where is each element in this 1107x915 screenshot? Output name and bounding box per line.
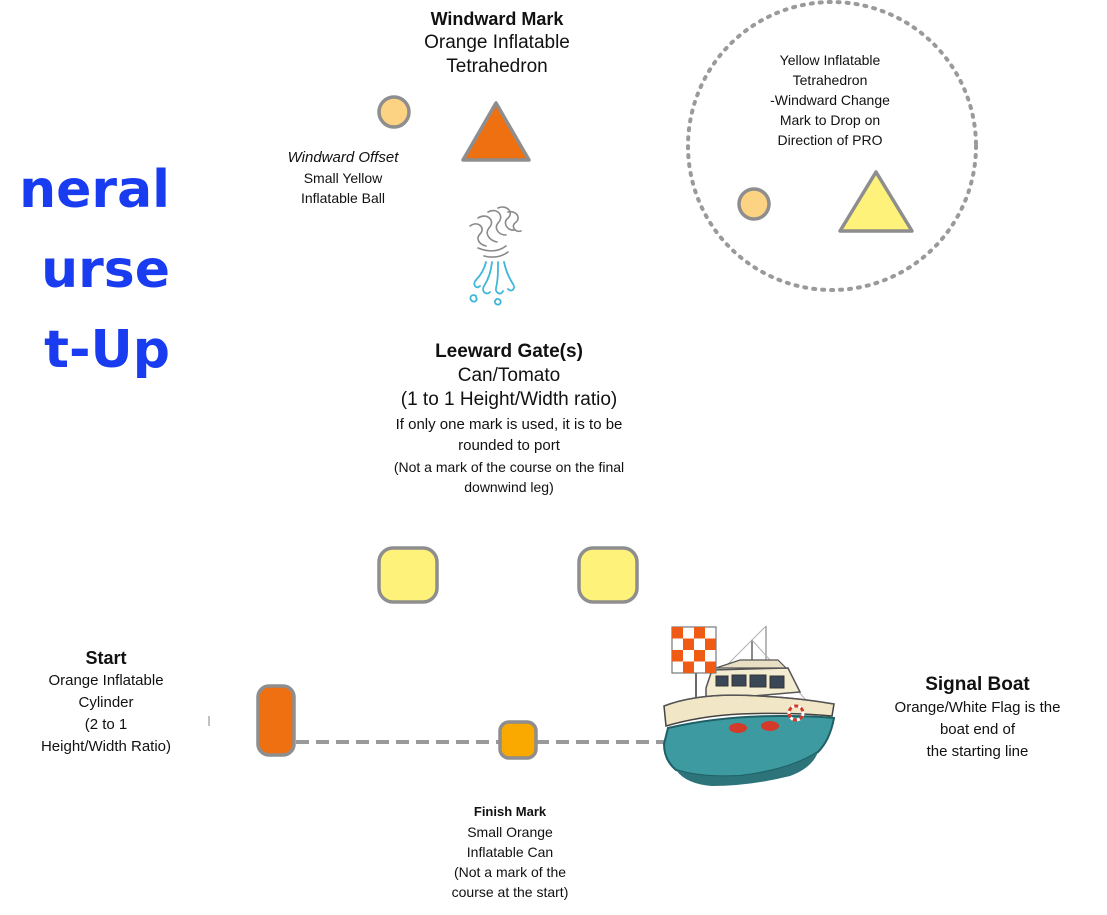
page-title: neral urse t-Up xyxy=(0,150,170,390)
checkered-flag-icon xyxy=(671,626,717,674)
start-label: Start Orange Inflatable Cylinder (2 to 1… xyxy=(0,647,212,758)
title-line-2: urse xyxy=(41,240,170,300)
change-mark-line-3: -Windward Change xyxy=(770,92,890,108)
change-mark-triangle xyxy=(838,170,914,233)
signal-boat-line-2: boat end of xyxy=(939,721,1016,738)
windward-mark-triangle xyxy=(461,101,531,162)
leeward-gate-line-6: downwind leg) xyxy=(464,479,554,495)
windward-mark-label: Windward Mark Orange Inflatable Tetrahed… xyxy=(372,8,622,79)
title-line-3: t-Up xyxy=(44,320,170,380)
leeward-gate-left xyxy=(377,546,439,604)
start-line-2: Cylinder xyxy=(78,694,134,711)
signal-boat-heading: Signal Boat xyxy=(925,674,1030,695)
windward-offset-line-1: Small Yellow xyxy=(303,170,383,186)
signal-boat-line-1: Orange/White Flag is the xyxy=(894,699,1061,716)
leeward-gate-line-5: (Not a mark of the course on the final xyxy=(393,459,625,475)
finish-mark-line-4: course at the start) xyxy=(451,884,569,900)
title-line-1: neral xyxy=(19,160,170,220)
finish-mark-line-3: (Not a mark of the xyxy=(453,864,567,880)
change-mark-line-1: Yellow Inflatable xyxy=(779,52,881,68)
change-mark-label: Yellow Inflatable Tetrahedron -Windward … xyxy=(740,50,920,150)
finish-mark-line-2: Inflatable Can xyxy=(466,844,554,860)
change-mark-line-4: Mark to Drop on xyxy=(779,112,881,128)
leeward-gate-right xyxy=(577,546,639,604)
leeward-gate-line-1: Can/Tomato xyxy=(457,365,561,386)
windward-offset-ball xyxy=(377,95,411,129)
windward-mark-heading: Windward Mark xyxy=(430,9,564,29)
signal-boat-line-3: the starting line xyxy=(926,743,1029,760)
signal-boat-label: Signal Boat Orange/White Flag is the boa… xyxy=(855,673,1100,763)
start-heading: Start xyxy=(85,648,127,668)
leeward-gate-line-3: If only one mark is used, it is to be xyxy=(395,416,623,433)
windward-offset-label: Windward Offset Small Yellow Inflatable … xyxy=(268,147,418,208)
finish-mark-label: Finish Mark Small Orange Inflatable Can … xyxy=(410,802,610,902)
change-mark-zone xyxy=(686,0,978,292)
start-cylinder xyxy=(256,684,296,757)
leeward-gate-heading: Leeward Gate(s) xyxy=(435,341,583,362)
start-line-1: Orange Inflatable xyxy=(48,672,164,689)
signal-boat-icon xyxy=(662,625,836,786)
start-line-4: Height/Width Ratio) xyxy=(40,738,172,755)
windward-mark-line-2: Tetrahedron xyxy=(446,56,548,77)
finish-mark-heading: Finish Mark xyxy=(473,804,547,819)
windward-offset-heading: Windward Offset xyxy=(287,149,399,166)
windward-mark-line-1: Orange Inflatable xyxy=(424,32,570,53)
finish-mark-line-1: Small Orange xyxy=(467,824,553,840)
change-mark-ball xyxy=(737,187,771,221)
leeward-gate-line-2: (1 to 1 Height/Width ratio) xyxy=(400,389,618,410)
change-mark-line-2: Tetrahedron xyxy=(792,72,868,88)
leeward-gate-line-4: rounded to port xyxy=(458,437,560,454)
wind-icon xyxy=(469,206,522,306)
change-mark-line-5: Direction of PRO xyxy=(777,132,883,148)
leeward-gate-label: Leeward Gate(s) Can/Tomato (1 to 1 Heigh… xyxy=(296,340,722,497)
finish-mark xyxy=(498,720,538,760)
windward-offset-line-2: Inflatable Ball xyxy=(300,190,386,206)
start-line-3: (2 to 1 xyxy=(84,716,128,733)
